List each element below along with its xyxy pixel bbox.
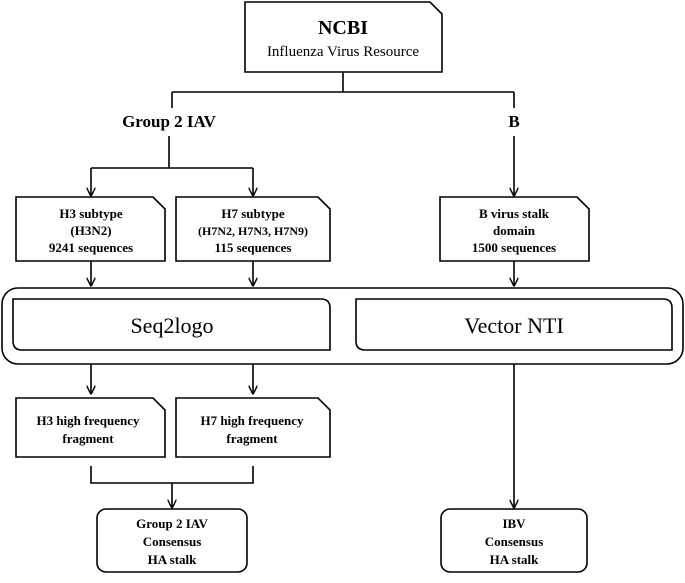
b-stalk-line3: 1500 sequences: [472, 240, 556, 255]
group2-consensus-line1: Group 2 IAV: [136, 516, 208, 531]
h3-subtype-box: H3 subtype (H3N2) 9241 sequences: [15, 196, 166, 262]
b-stalk-line2: domain: [493, 223, 536, 238]
h7-subtype-box: H7 subtype (H7N2, H7N3, H7N9) 115 sequen…: [175, 196, 331, 262]
h3-subtype-line1: H3 subtype: [59, 206, 122, 221]
vector-nti-box: Vector NTI: [355, 298, 673, 351]
h7-fragment-line2: fragment: [226, 431, 278, 446]
h3-fragment-line1: H3 high frequency: [36, 413, 140, 428]
h7-subtype-line2: (H7N2, H7N3, H7N9): [198, 224, 308, 238]
ncbi-subtitle: Influenza Virus Resource: [267, 44, 419, 60]
group2-split-connector: [91, 136, 253, 169]
h7-subtype-line3: 115 sequences: [215, 240, 292, 255]
ncbi-split-connector: [171, 72, 515, 108]
b-stalk-line1: B virus stalk: [479, 206, 550, 221]
vector-nti-label: Vector NTI: [464, 313, 564, 338]
group2-iav-label: Group 2 IAV: [122, 112, 217, 131]
h7-subtype-line1: H7 subtype: [221, 206, 284, 221]
ibv-consensus-line3: HA stalk: [490, 552, 540, 567]
group2-consensus-line3: HA stalk: [148, 552, 198, 567]
ncbi-box: NCBI Influenza Virus Resource: [244, 1, 443, 73]
h3-fragment-box: H3 high frequency fragment: [15, 397, 166, 458]
h3-subtype-line3: 9241 sequences: [49, 240, 133, 255]
b-label: B: [508, 112, 519, 131]
seq2logo-label: Seq2logo: [130, 313, 213, 338]
h3-subtype-line2: (H3N2): [70, 223, 111, 238]
ncbi-title: NCBI: [318, 17, 368, 39]
b-stalk-box: B virus stalk domain 1500 sequences: [439, 196, 590, 262]
h7-fragment-line1: H7 high frequency: [200, 413, 304, 428]
ibv-consensus-line2: Consensus: [485, 534, 544, 549]
ibv-consensus-line1: IBV: [502, 516, 526, 531]
group2-consensus-line2: Consensus: [143, 534, 202, 549]
fragment-merge-connector: [90, 466, 254, 484]
ibv-consensus-box: IBV Consensus HA stalk: [440, 508, 588, 573]
h3-fragment-line2: fragment: [62, 431, 114, 446]
h7-fragment-box: H7 high frequency fragment: [175, 397, 331, 458]
seq2logo-box: Seq2logo: [12, 298, 331, 351]
group2-consensus-box: Group 2 IAV Consensus HA stalk: [96, 508, 248, 573]
